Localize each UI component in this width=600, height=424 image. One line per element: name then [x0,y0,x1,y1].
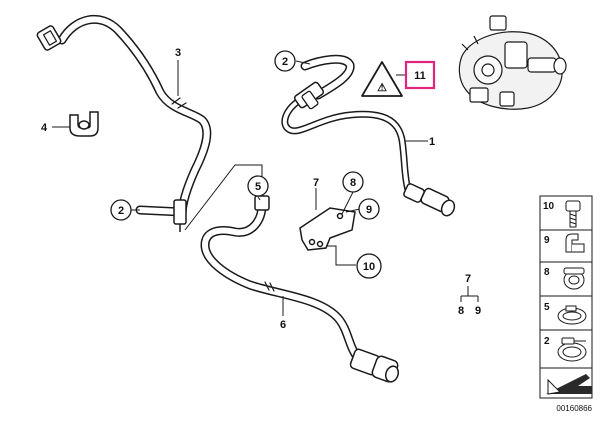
callout-8[interactable]: 8 [342,171,364,193]
svg-text:7: 7 [465,273,471,285]
leader-lines [52,60,479,316]
svg-text:3: 3 [175,47,181,59]
side-legend [539,195,593,399]
callout-11[interactable]: 11 [404,60,436,90]
svg-text:9: 9 [366,204,372,216]
svg-text:11: 11 [414,70,426,82]
bracket-7[interactable] [299,207,356,251]
callout-2-top[interactable]: 2 [274,50,296,72]
bolt-icon [565,200,581,228]
svg-text:5: 5 [255,181,261,193]
svg-text:4: 4 [41,122,48,134]
callout-10[interactable]: 10 [356,253,382,279]
legend-row-8[interactable]: 8 [544,267,585,290]
svg-text:10: 10 [543,201,555,212]
callout-4[interactable]: 4 [41,122,48,134]
callout-2-left[interactable]: 2 [110,199,132,221]
svg-text:5: 5 [544,302,550,313]
warning-triangle-icon: ⚠ [361,61,403,97]
svg-text:⚠: ⚠ [377,82,387,94]
svg-text:8: 8 [458,305,464,317]
svg-text:6: 6 [280,319,286,331]
svg-text:10: 10 [363,261,375,273]
callout-1[interactable]: 1 [429,136,435,148]
callout-9[interactable]: 9 [358,198,380,220]
clamp-icon [563,267,585,290]
svg-text:9: 9 [544,235,550,246]
diagram-id: 00160866 [556,404,592,413]
legend-row-5[interactable]: 5 [544,302,587,325]
svg-text:9: 9 [475,305,481,317]
svg-text:7: 7 [313,177,319,189]
svg-text:2: 2 [282,56,288,68]
hose-3[interactable] [36,15,212,220]
svg-text:2: 2 [118,205,124,217]
screw-clamp-icon [557,337,587,362]
callout-5[interactable]: 5 [247,175,269,197]
callout-6[interactable]: 6 [280,319,286,331]
callout-3[interactable]: 3 [175,47,181,59]
fuel-pump-illustration [458,15,567,110]
legend-row-9[interactable]: 9 [544,233,585,253]
hose-6[interactable] [200,195,400,384]
pipe-1[interactable] [281,81,457,218]
legend-group-7-8-9: 7 8 9 [458,273,481,317]
hose-2-top[interactable] [300,54,355,100]
clip-icon [565,233,585,253]
arrow-icon [546,374,592,395]
svg-text:8: 8 [350,177,356,189]
callout-7[interactable]: 7 [313,177,319,189]
hose-clamp-icon [557,305,587,325]
clip-4[interactable] [69,111,99,137]
svg-text:8: 8 [544,267,550,278]
legend-row-2[interactable]: 2 [544,336,587,362]
hose-2-left[interactable] [135,199,187,232]
svg-text:1: 1 [429,136,435,148]
legend-row-10[interactable]: 10 [543,200,581,228]
svg-text:2: 2 [544,336,550,347]
